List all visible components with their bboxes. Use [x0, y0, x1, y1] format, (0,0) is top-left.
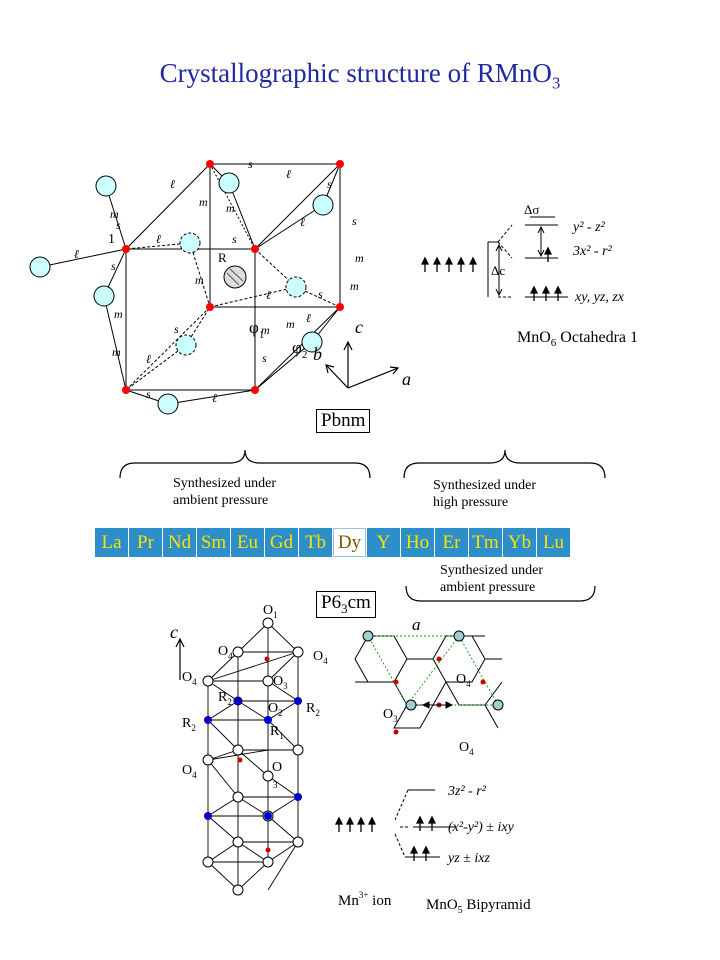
svg-text:m: m: [286, 317, 295, 331]
svg-text:s: s: [111, 259, 116, 273]
bipyramid-energy-diagram: 3z² - r² (x²-y²) ± ixy yz ± ixz Mn3+ ion…: [334, 784, 531, 916]
hex-axis-a-label: a: [412, 615, 421, 634]
element-Sm: Sm: [197, 528, 230, 557]
element-Tm: Tm: [469, 528, 502, 557]
element-Lu: Lu: [537, 528, 570, 557]
svg-text:m: m: [350, 279, 359, 293]
delta-c-label: Δc: [491, 263, 505, 278]
site-o4-label-a: O4: [218, 644, 233, 661]
page-title: Crystallographic structure of RMnO3: [159, 58, 561, 93]
element-Ho: Ho: [401, 528, 434, 557]
hex-o4-label-a: O4: [456, 672, 471, 689]
svg-text:s: s: [318, 287, 323, 301]
svg-text:m: m: [195, 273, 204, 287]
svg-text:ℓ: ℓ: [170, 177, 175, 191]
hexagonal-plane-diagram: a O4 O3 O4: [354, 615, 504, 757]
pbnm-label: Pbnm: [316, 409, 371, 433]
svg-text:ℓ: ℓ: [300, 215, 305, 229]
level-top-label: y² - z²: [571, 220, 606, 235]
site-o3-sub-b: 3: [273, 780, 278, 790]
element-Yb: Yb: [503, 528, 536, 557]
element-La: La: [95, 528, 128, 557]
site-r2-label-c: R2: [182, 716, 196, 733]
site-o3-label: O3: [273, 674, 288, 691]
svg-text:m: m: [114, 307, 123, 321]
svg-text:s: s: [116, 218, 121, 232]
bp-level-mid-label: (x²-y²) ± ixy: [448, 820, 515, 835]
svg-text:ℓ: ℓ: [286, 167, 291, 181]
site-o1-label: O1: [263, 603, 278, 620]
element-Nd: Nd: [163, 528, 196, 557]
site-r2-label-a: R2: [218, 690, 232, 707]
axis-c-label: c: [355, 317, 363, 337]
site-o4-label-c: O4: [182, 670, 197, 687]
svg-text:m: m: [112, 345, 121, 359]
svg-text:m: m: [199, 195, 208, 209]
svg-text:s: s: [262, 351, 267, 365]
octahedra-caption: MnO6 Octahedra 1: [517, 329, 638, 349]
svg-text:s: s: [248, 157, 253, 171]
svg-text:ℓ: ℓ: [146, 352, 151, 366]
hex-o3-label: O3: [383, 707, 398, 724]
hex-o4-label-b: O4: [459, 740, 474, 757]
element-Er: Er: [435, 528, 468, 557]
phi2-label: φ2: [292, 338, 307, 361]
element-Eu: Eu: [231, 528, 264, 557]
svg-text:ℓ: ℓ: [212, 391, 217, 405]
p63cm-axis-c-label: c: [170, 622, 178, 642]
svg-text:ℓ: ℓ: [74, 247, 79, 261]
r-site-label: R: [218, 250, 227, 265]
bp-level-low-label: yz ± ixz: [446, 851, 490, 866]
site-r1-label: R1: [270, 724, 284, 741]
axis-b-label: b: [313, 344, 322, 364]
delta-sigma-label: Δσ: [524, 202, 539, 217]
mn-ion-label: Mn3+ ion: [338, 890, 392, 909]
axis-a-label: a: [402, 369, 411, 389]
site-r2-label-b: R2: [306, 701, 320, 718]
svg-text:ℓ: ℓ: [156, 232, 161, 246]
site-o2-label: O2: [268, 701, 283, 718]
site-o4-label-d: O4: [182, 763, 197, 780]
site-o4-label-b: O4: [313, 649, 328, 666]
svg-text:m: m: [261, 323, 270, 337]
site-o3-label-b: O: [272, 760, 282, 775]
element-Tb: Tb: [299, 528, 332, 557]
rare-earth-element-strip: La Pr Nd Sm Eu Gd Tb Dy Y Ho Er Tm Yb Lu: [95, 528, 570, 557]
element-Dy: Dy: [333, 528, 366, 557]
element-Pr: Pr: [129, 528, 162, 557]
phi1-label: φ1: [249, 318, 264, 341]
svg-text:m: m: [226, 201, 235, 215]
p63cm-structure-diagram: c O1 O4 O4 O4 O3 R2 O2 R2 R2 R1 O4 O 3: [170, 603, 328, 896]
bipyramid-caption: MnO5 Bipyramid: [426, 897, 531, 916]
site-1-label: 1: [108, 232, 115, 247]
svg-text:s: s: [174, 322, 179, 336]
svg-text:m: m: [110, 207, 119, 221]
svg-text:m: m: [355, 251, 364, 265]
svg-text:s: s: [232, 232, 237, 246]
svg-text:s: s: [352, 214, 357, 228]
p63cm-label: P63cm: [316, 591, 376, 618]
svg-text:s: s: [327, 177, 332, 191]
octahedra-energy-diagram: Δσ Δc y² - z² 3x² - r² xy, yz, zx MnO6 O…: [420, 202, 638, 349]
level-low-label: xy, yz, zx: [574, 290, 625, 305]
element-Y: Y: [367, 528, 400, 557]
svg-text:ℓ: ℓ: [266, 288, 271, 302]
element-Gd: Gd: [265, 528, 298, 557]
pressure-braces: [119, 449, 606, 602]
svg-text:s: s: [146, 387, 151, 401]
level-mid-label: 3x² - r²: [572, 244, 613, 259]
bp-level-top-label: 3z² - r²: [447, 784, 487, 799]
svg-text:ℓ: ℓ: [306, 311, 311, 325]
